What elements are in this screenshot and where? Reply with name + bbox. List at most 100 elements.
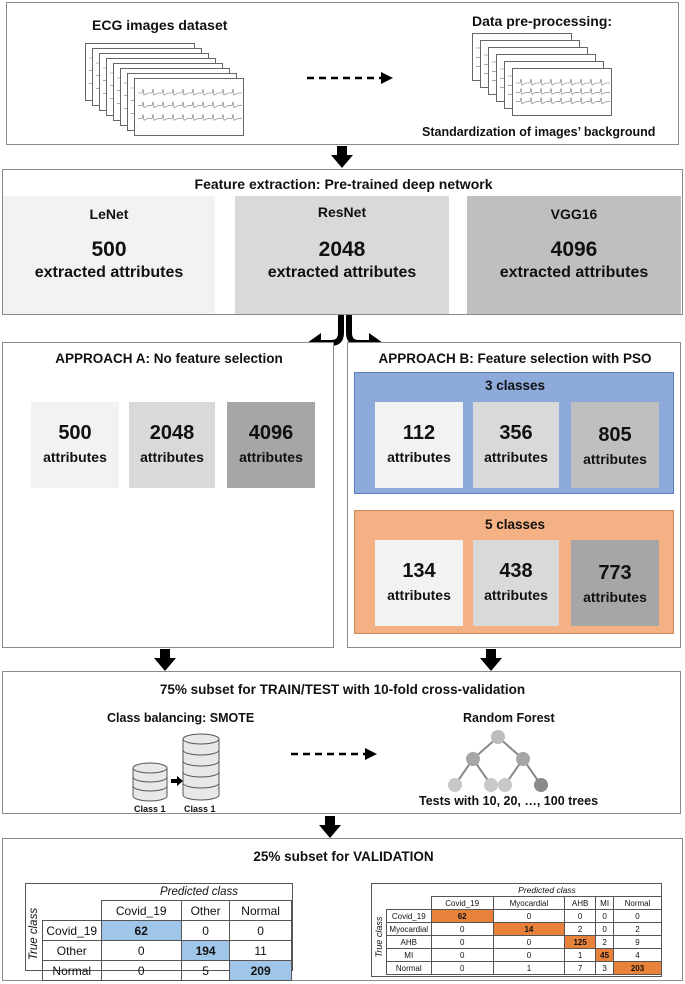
net-count: 2048 xyxy=(318,238,366,261)
down-arrow-icon xyxy=(331,146,353,168)
matrix-cell: 0 xyxy=(430,961,494,975)
matrix-cell: 0 xyxy=(492,935,565,949)
matrix-cell: 0 xyxy=(100,960,182,981)
column-header: AHB xyxy=(563,896,597,910)
approach-b-panel: APPROACH B: Feature selection with PSO 3… xyxy=(347,342,681,648)
matrix-cell: 1 xyxy=(563,948,597,962)
matrix-cell: 0 xyxy=(430,935,494,949)
group-3-classes: 3 classes 112 attributes 356 attributes … xyxy=(354,372,674,494)
database-large-icon xyxy=(182,733,220,801)
net-tile-resnet: ResNet 2048 extracted attributes xyxy=(235,196,449,314)
training-panel: 75% subset for TRAIN/TEST with 10-fold c… xyxy=(2,671,681,814)
dashed-arrow-icon xyxy=(291,748,377,760)
net-count: 4096 xyxy=(550,238,598,261)
row-header: Other xyxy=(42,940,102,961)
attr-tile: 500 attributes xyxy=(31,402,119,488)
attr-tile: 356 attributes xyxy=(473,402,559,488)
net-name: ResNet xyxy=(317,204,367,220)
dataset-label: ECG images dataset xyxy=(92,17,228,33)
matrix-cell: 203 xyxy=(613,961,662,975)
attr-tile: 438 attributes xyxy=(473,540,559,626)
column-header: Covid_19 xyxy=(430,896,494,910)
approach-b-title: APPROACH B: Feature selection with PSO xyxy=(378,351,652,366)
group-5-classes: 5 classes 134 attributes 438 attributes … xyxy=(354,510,674,634)
matrix-cell: 3 xyxy=(595,961,614,975)
matrix-cell: 0 xyxy=(613,909,662,923)
ecg-stack-right xyxy=(462,33,622,116)
net-name: LeNet xyxy=(89,206,129,222)
predicted-class-label: Predicted class xyxy=(518,885,576,895)
matrix-cell: 0 xyxy=(430,922,494,936)
ecg-image xyxy=(512,68,612,116)
down-arrow-icon xyxy=(480,649,502,671)
class-label-right: Class 1 xyxy=(184,804,216,814)
matrix-cell: 0 xyxy=(492,909,565,923)
corner-cell xyxy=(43,901,102,921)
true-class-label: True class xyxy=(374,916,384,958)
row-header: MI xyxy=(386,948,432,962)
matrix-cell: 0 xyxy=(563,909,597,923)
attr-tile: 2048 attributes xyxy=(129,402,215,488)
attr-tile: 112 attributes xyxy=(375,402,463,488)
attr-tile: 4096 attributes xyxy=(227,402,315,488)
training-title: 75% subset for TRAIN/TEST with 10-fold c… xyxy=(159,682,526,697)
matrix-cell: 5 xyxy=(180,960,231,981)
matrix-cell: 7 xyxy=(563,961,597,975)
class-label-left: Class 1 xyxy=(134,804,166,814)
database-small-icon xyxy=(132,762,168,802)
net-label: extracted attributes xyxy=(499,264,649,281)
rf-caption: Tests with 10, 20, …, 100 trees xyxy=(419,794,599,808)
column-header: Normal xyxy=(229,900,292,921)
rf-title: Random Forest xyxy=(463,711,555,725)
row-header: Covid_19 xyxy=(386,909,432,923)
smote-title: Class balancing: SMOTE xyxy=(107,711,255,725)
validation-panel: 25% subset for VALIDATION Predicted clas… xyxy=(2,838,683,981)
matrix-cell: 209 xyxy=(229,960,292,981)
matrix-cell: 11 xyxy=(229,940,292,961)
extraction-title: Feature extraction: Pre-trained deep net… xyxy=(194,176,493,192)
net-name: VGG16 xyxy=(550,206,598,222)
attr-tile: 773 attributes xyxy=(571,540,659,626)
row-header: AHB xyxy=(386,935,432,949)
top-panel: ECG images dataset Data pre-processing: … xyxy=(6,2,679,145)
down-arrow-icon xyxy=(154,649,176,671)
row-header: Covid_19 xyxy=(42,920,102,941)
net-tile-vgg16: VGG16 4096 extracted attributes xyxy=(467,196,681,314)
decision-tree-icon xyxy=(448,730,548,792)
matrix-cell: 1 xyxy=(492,961,565,975)
down-arrow-icon xyxy=(319,816,341,838)
group-title: 5 classes xyxy=(484,517,546,532)
ecg-stack-left xyxy=(85,43,255,138)
preprocess-caption: Standardization of images’ background xyxy=(422,125,656,139)
approach-a-title: APPROACH A: No feature selection xyxy=(55,351,283,366)
attr-tile: 805 attributes xyxy=(571,402,659,488)
matrix-cell: 0 xyxy=(430,948,494,962)
matrix-cell: 62 xyxy=(100,920,182,941)
net-label: extracted attributes xyxy=(34,264,184,281)
column-header: Normal xyxy=(613,896,662,910)
dashed-arrow-icon xyxy=(307,72,393,84)
row-header: Normal xyxy=(386,961,432,975)
matrix-cell: 2 xyxy=(595,935,614,949)
group-title: 3 classes xyxy=(484,378,546,393)
column-header: Other xyxy=(180,900,231,921)
feature-extraction-panel: Feature extraction: Pre-trained deep net… xyxy=(2,169,683,315)
row-header: Normal xyxy=(42,960,102,981)
matrix-cell: 0 xyxy=(595,922,614,936)
matrix-cell: 0 xyxy=(100,940,182,961)
matrix-cell: 0 xyxy=(492,948,565,962)
approach-a-panel: APPROACH A: No feature selection 500 att… xyxy=(2,342,334,648)
net-label: extracted attributes xyxy=(267,264,417,281)
matrix-cell: 0 xyxy=(595,909,614,923)
